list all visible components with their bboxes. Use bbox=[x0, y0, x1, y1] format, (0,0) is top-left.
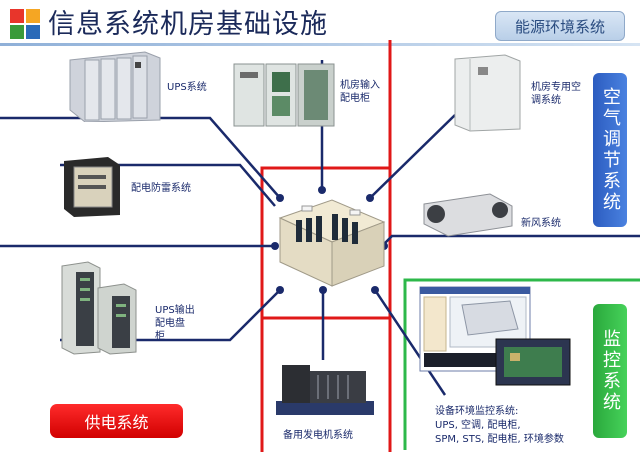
label-monitor-line3: SPM, STS, 配电柜, 环境参数 bbox=[435, 434, 564, 445]
lightning-protection-image bbox=[64, 157, 120, 217]
ups-cabinet-image bbox=[69, 51, 161, 122]
line-monitor bbox=[373, 289, 447, 396]
label-ups-output-line3: 柜 bbox=[155, 331, 165, 342]
label-ac-line2: 调系统 bbox=[531, 95, 561, 106]
ups-output-cabinet-image bbox=[61, 261, 137, 355]
dot-4 bbox=[271, 242, 279, 250]
logo bbox=[10, 9, 40, 39]
dot-6 bbox=[276, 286, 284, 294]
logo-square-red bbox=[10, 9, 24, 23]
green-line bbox=[403, 278, 640, 450]
label-fresh-air: 新风系统 bbox=[521, 218, 561, 229]
dot-1 bbox=[276, 194, 284, 202]
connection-dots bbox=[271, 186, 388, 294]
label-monitor-line1: 设备环境监控系统: bbox=[435, 406, 519, 417]
monitor-lines bbox=[403, 278, 640, 450]
label-ups-system: UPS系统 bbox=[167, 82, 207, 93]
line-ac bbox=[369, 114, 456, 199]
power-lines bbox=[260, 40, 392, 452]
dot-7 bbox=[319, 286, 327, 294]
power-supply-button[interactable]: 供电系统 bbox=[50, 404, 183, 438]
page-title: 信息系统机房基础设施 bbox=[48, 9, 328, 40]
input-cabinet-image bbox=[233, 63, 335, 127]
label-ups-output-line2: 配电盘 bbox=[155, 318, 185, 329]
air-conditioner-image bbox=[454, 54, 521, 132]
line-ups bbox=[0, 116, 281, 199]
logo-square-blue bbox=[26, 25, 40, 39]
dot-3 bbox=[366, 194, 374, 202]
label-monitor-line2: UPS, 空调, 配电柜, bbox=[435, 420, 521, 431]
generator-image bbox=[276, 365, 374, 415]
label-lightning: 配电防雷系统 bbox=[131, 183, 191, 194]
dot-2 bbox=[318, 186, 326, 194]
label-ups-output-line1: UPS输出 bbox=[155, 305, 195, 316]
label-ac-line1: 机房专用空 bbox=[531, 82, 581, 93]
air-conditioning-panel: 空气调节系统 bbox=[593, 73, 627, 227]
fresh-air-unit-image bbox=[423, 193, 513, 237]
server-room-image bbox=[278, 199, 386, 287]
energy-environment-badge: 能源环境系统 bbox=[495, 11, 625, 41]
monitoring-panel: 监控系统 bbox=[593, 304, 627, 438]
logo-square-green bbox=[10, 25, 24, 39]
logo-square-orange bbox=[26, 9, 40, 23]
label-input-cabinet-line1: 机房输入 bbox=[340, 80, 380, 91]
label-input-cabinet-line2: 配电柜 bbox=[340, 93, 370, 104]
dot-8 bbox=[371, 286, 379, 294]
label-generator: 备用发电机系统 bbox=[283, 430, 353, 441]
title-underline bbox=[0, 43, 640, 46]
monitor-software-image bbox=[419, 286, 571, 386]
